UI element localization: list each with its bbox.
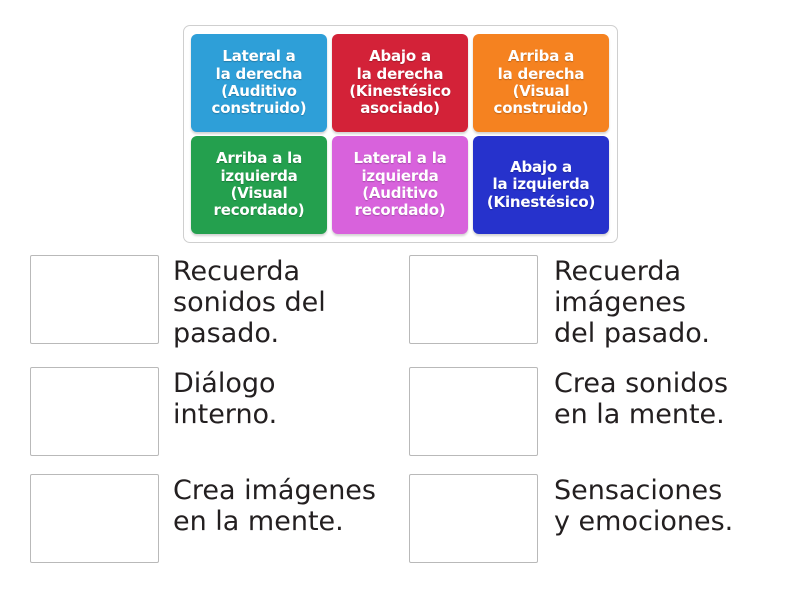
answer-row: Crea imágenes en la mente. <box>30 474 420 564</box>
answer-row: Recuerda sonidos del pasado. <box>30 255 420 349</box>
tile-label: Abajo a la derecha (Kinestésico asociado… <box>349 47 451 118</box>
drop-box-crea-imagenes[interactable] <box>30 474 159 564</box>
answer-label-crea-imagenes: Crea imágenes en la mente. <box>173 475 376 538</box>
answer-row: Sensaciones y emociones. <box>409 474 799 564</box>
answer-row: Crea sonidos en la mente. <box>409 367 799 457</box>
tile-arriba-izquierda[interactable]: Arriba a la izquierda (Visual recordado) <box>191 136 327 234</box>
answer-column-right: Recuerda imágenes del pasado. Crea sonid… <box>409 255 799 581</box>
tile-label: Arriba a la izquierda (Visual recordado) <box>213 149 305 220</box>
answer-label-recuerda-imagenes: Recuerda imágenes del pasado. <box>554 256 710 350</box>
tile-label: Lateral a la izquierda (Auditivo recorda… <box>353 149 447 220</box>
tile-label: Arriba a la derecha (Visual construido) <box>493 47 589 118</box>
drop-box-recuerda-sonidos[interactable] <box>30 255 159 344</box>
answer-label-sensaciones: Sensaciones y emociones. <box>554 475 734 538</box>
tile-label: Lateral a la derecha (Auditivo construid… <box>211 47 307 118</box>
tile-abajo-izquierda[interactable]: Abajo a la izquierda (Kinestésico) <box>473 136 609 234</box>
drop-box-sensaciones[interactable] <box>409 474 538 564</box>
tile-arriba-derecha[interactable]: Arriba a la derecha (Visual construido) <box>473 34 609 132</box>
draggable-tiles-panel: Lateral a la derecha (Auditivo construid… <box>183 25 618 243</box>
tile-abajo-derecha[interactable]: Abajo a la derecha (Kinestésico asociado… <box>332 34 468 132</box>
drop-box-recuerda-imagenes[interactable] <box>409 255 538 344</box>
tile-lateral-izquierda[interactable]: Lateral a la izquierda (Auditivo recorda… <box>332 136 468 234</box>
answer-row: Recuerda imágenes del pasado. <box>409 255 799 349</box>
answer-label-dialogo-interno: Diálogo interno. <box>173 368 278 431</box>
answer-row: Diálogo interno. <box>30 367 420 457</box>
answer-column-left: Recuerda sonidos del pasado. Diálogo int… <box>30 255 420 581</box>
answer-area: Recuerda sonidos del pasado. Diálogo int… <box>0 255 800 585</box>
answer-label-crea-sonidos: Crea sonidos en la mente. <box>554 368 729 431</box>
tile-lateral-derecha[interactable]: Lateral a la derecha (Auditivo construid… <box>191 34 327 132</box>
drop-box-dialogo-interno[interactable] <box>30 367 159 457</box>
answer-label-recuerda-sonidos: Recuerda sonidos del pasado. <box>173 256 326 350</box>
tile-label: Abajo a la izquierda (Kinestésico) <box>486 157 596 211</box>
drop-box-crea-sonidos[interactable] <box>409 367 538 457</box>
